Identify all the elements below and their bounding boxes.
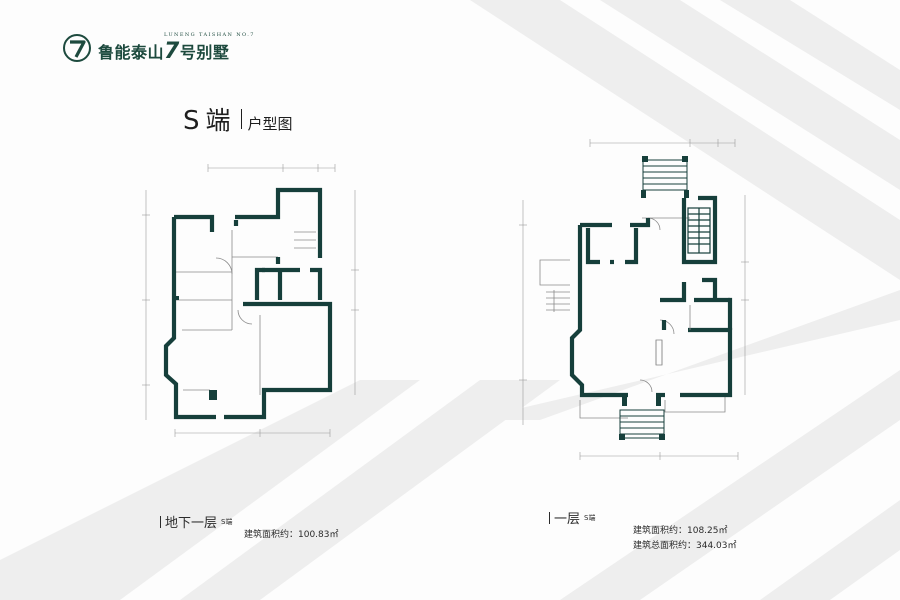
- brand-name-en: LUNENG TAISHAN NO.7: [164, 32, 255, 38]
- basement-interior-lines: [176, 230, 316, 395]
- basement-walls: [163, 187, 333, 420]
- basement-area: 建筑面积约：100.83㎡: [244, 530, 339, 540]
- ground-walls: [569, 195, 733, 398]
- brand-header: LUNENG TAISHAN NO.7 鲁能泰山7号别墅: [62, 32, 255, 64]
- ground-area: 建筑面积约：108.25㎡: [633, 526, 728, 536]
- ground-stairs: [687, 207, 711, 254]
- brand-name-cn: 鲁能泰山7号别墅: [98, 39, 230, 64]
- ground-tag: S端: [584, 514, 596, 522]
- page-title: S 端 户型图: [183, 101, 293, 137]
- ground-dimension-lines: [519, 139, 749, 460]
- title-divider: [240, 109, 242, 129]
- basement-name: 地下一层: [165, 516, 218, 531]
- ground-name: 一层: [554, 512, 581, 527]
- ground-floor-plan: [519, 139, 749, 460]
- brand-seven: 7: [164, 39, 180, 64]
- ground-interior-lines: [655, 305, 691, 366]
- title-end: 端: [205, 106, 231, 135]
- brand-logo-icon: [63, 34, 91, 62]
- ground-total-area: 建筑总面积约：344.03㎡: [633, 541, 737, 551]
- basement-dimension-lines: [142, 164, 359, 437]
- ground-top-steps: [642, 159, 688, 191]
- basement-tag: S端: [221, 518, 233, 526]
- basement-floor-plan: [142, 164, 359, 437]
- basement-wall-blocks: [173, 296, 217, 400]
- title-prefix: S: [183, 106, 200, 136]
- ground-top-posts: [641, 156, 689, 198]
- ground-bottom-posts: [619, 396, 665, 440]
- title-sub: 户型图: [247, 115, 293, 133]
- ground-bottom-steps: [619, 409, 665, 439]
- ground-terrace: [539, 217, 726, 419]
